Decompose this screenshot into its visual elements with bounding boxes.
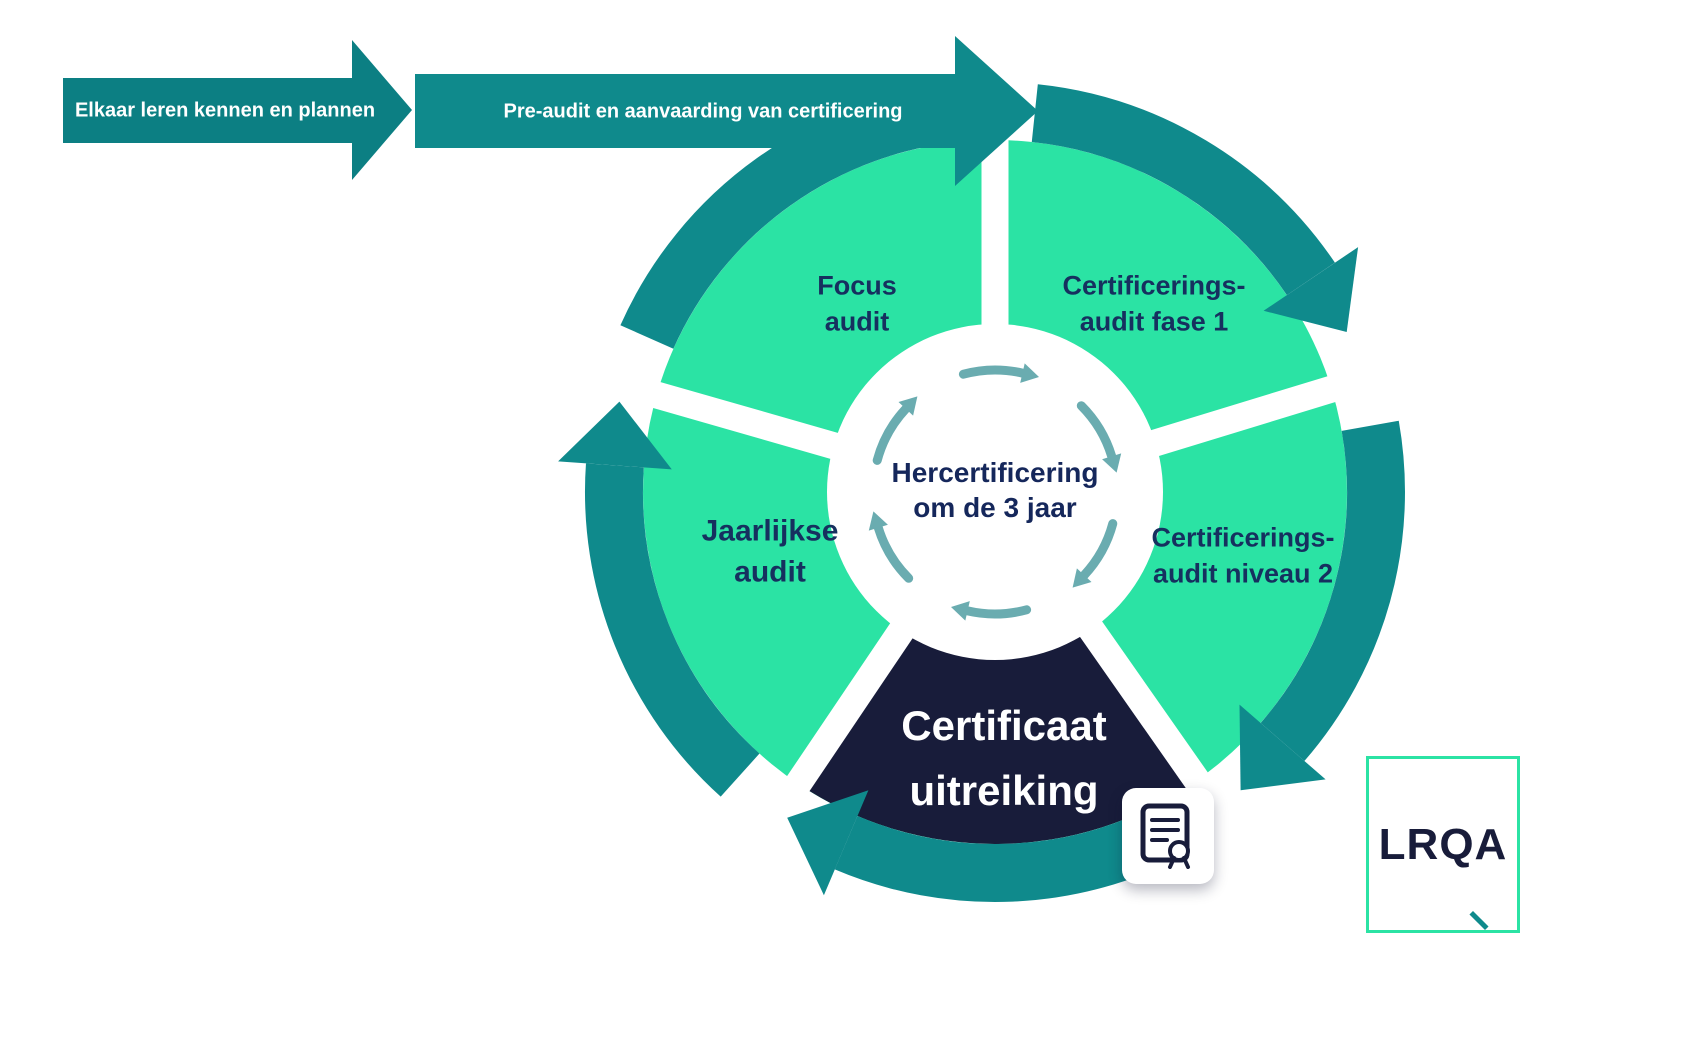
segment-label-certificeringsaudit-niveau-2: Certificerings- audit niveau 2 [1151,522,1335,589]
center-rotation-arrowhead [868,511,888,531]
segment-label-certificaat-uitreiking: Certificaat uitreiking [901,701,1107,814]
certificate-glyph [1140,803,1190,869]
segment-label-focus-audit: Focus audit [817,270,897,337]
center-rotation-arrowhead [1020,363,1039,383]
center-rotation-arrow [1079,519,1118,580]
segment-label-jaarlijkse-audit: Jaarlijkse audit [701,514,839,589]
center-rotation-arrowhead [1102,453,1122,473]
center-rotation-arrow [873,523,914,583]
center-rotation-arrowhead [898,396,918,416]
lrqa-q-accent-mark [1469,910,1489,931]
lrqa-logo-text: LRQA [1378,819,1508,869]
cycle-ring-arc [585,463,760,797]
cycle-ring-arrowhead [1239,704,1326,791]
cycle-ring-arc [1260,420,1405,762]
banner-arrow-step2 [415,36,1038,186]
lrqa-logo: LRQA [1366,756,1520,933]
cycle-ring-arc [1031,84,1335,296]
segment-certificaat-wedge [798,492,1197,844]
cycle-center-label: Hercertificering om de 3 jaar [891,457,1099,523]
certificate-icon [1122,788,1214,884]
center-rotation-arrowhead [1072,568,1092,588]
cycle-ring-arrowhead [1263,247,1359,332]
banner-step1-label: Elkaar leren kennen en plannen [74,99,376,122]
center-rotation-arrow [963,605,1032,619]
center-rotation-arrow [958,365,1027,379]
center-rotation-arrowhead [951,601,970,621]
cycle-ring-arrowhead [787,790,869,896]
center-rotation-arrow [872,404,911,465]
center-rotation-arrow [1076,401,1117,461]
banner-arrow-step1 [63,40,412,180]
banner-step2-label: Pre-audit en aanvaarding van certificeri… [503,100,903,123]
cycle-ring-arrowhead [558,401,672,470]
segment-label-certificeringsaudit-fase-1: Certificerings- audit fase 1 [1062,270,1246,337]
